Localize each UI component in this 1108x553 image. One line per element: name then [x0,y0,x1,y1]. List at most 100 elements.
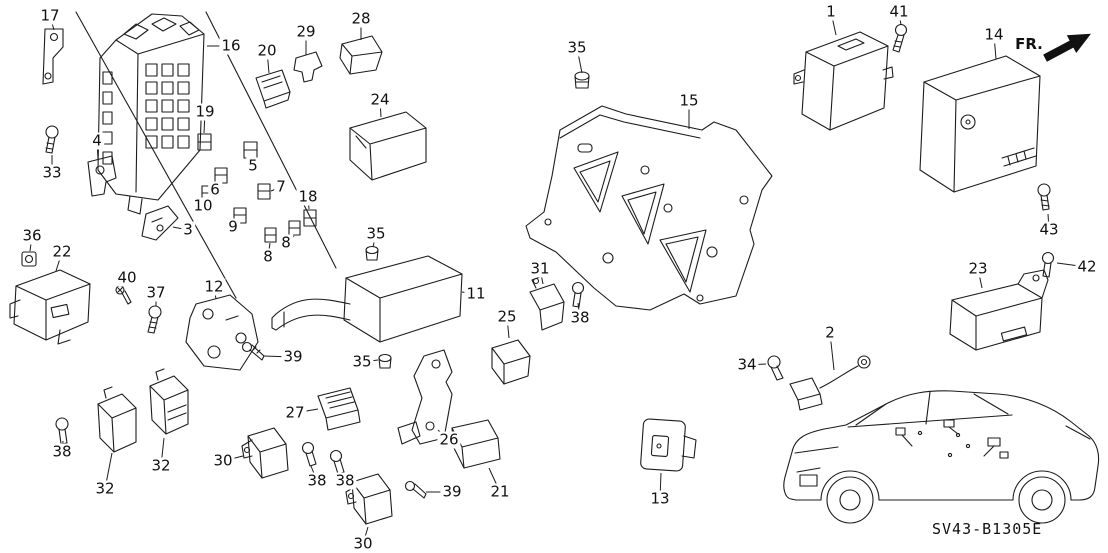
part-label-5: 5 [246,156,260,175]
part-fuse-8a [264,227,277,243]
part-label-27: 27 [283,403,307,422]
part-relay-28 [339,35,383,75]
part-label-40: 40 [115,268,139,287]
part-bolt-43 [1037,183,1051,211]
part-label-23: 23 [966,259,990,278]
part-label-3: 3 [181,220,195,239]
part-label-19: 19 [193,102,217,121]
part-bracket-15 [525,105,773,311]
part-label-29: 29 [294,22,318,41]
part-label-38: 38 [333,471,357,490]
part-fuse-9 [233,207,247,224]
fr-direction-label: FR. [1014,35,1044,53]
part-label-37: 37 [144,283,168,302]
part-label-24: 24 [368,90,392,109]
part-relay-20 [255,69,291,109]
part-control-unit-11 [343,255,463,343]
part-bracket-3 [141,205,179,241]
part-grommet-35b [365,245,379,261]
part-label-4: 4 [90,131,104,150]
part-label-10: 10 [191,196,215,215]
part-unit-2 [789,355,871,411]
part-label-7: 7 [274,177,288,196]
part-bolt-37 [147,305,162,334]
part-bolt-33 [45,125,59,154]
part-label-41: 41 [887,2,911,21]
part-label-15: 15 [677,91,701,110]
part-label-25: 25 [495,307,519,326]
part-label-36: 36 [20,226,44,245]
part-label-35: 35 [350,352,374,371]
part-relay-32a [149,368,189,435]
part-label-33: 33 [40,163,64,182]
part-relay-30b [345,473,393,525]
part-label-35: 35 [364,224,388,243]
part-bolt-38c [301,441,317,467]
part-bolt-42 [1041,251,1055,278]
part-label-38: 38 [305,471,329,490]
part-grommet-35c [378,353,392,369]
part-label-32: 32 [149,456,173,475]
part-unit-13 [640,418,697,472]
part-label-13: 13 [648,489,672,508]
part-bracket-4 [87,155,117,197]
part-label-1: 1 [824,2,838,21]
part-label-17: 17 [38,6,62,25]
part-label-6: 6 [208,180,222,199]
part-fuse-18 [303,209,317,227]
part-label-16: 16 [219,36,243,55]
part-label-8: 8 [261,247,275,266]
part-label-30: 30 [211,451,235,470]
part-bracket-17 [42,28,64,85]
part-bracket-12 [185,294,259,371]
part-label-31: 31 [528,259,552,278]
part-unit-23 [949,269,1049,351]
part-relay-27 [317,387,361,431]
part-ecu-14 [919,55,1041,193]
part-fuse-19 [197,133,212,151]
part-screw-39b [404,480,427,499]
part-label-12: 12 [202,277,226,296]
part-fuse-box-16 [97,13,205,215]
part-control-unit-1 [793,31,894,131]
part-label-38: 38 [568,308,592,327]
part-relay-32b [97,386,137,453]
part-label-32: 32 [93,479,117,498]
part-label-8: 8 [279,233,293,252]
part-bolt-38a [571,281,585,308]
part-screw-39a [241,341,265,361]
part-control-unit-24 [349,111,427,181]
part-label-35: 35 [565,38,589,57]
part-fuse-8b [288,220,301,236]
part-fuse-7 [257,183,271,200]
part-label-22: 22 [50,242,74,261]
part-relay-31 [529,276,565,331]
part-label-26: 26 [437,430,461,449]
part-label-39: 39 [281,347,305,366]
part-label-42: 42 [1075,257,1099,276]
fr-arrow-icon [1043,33,1091,62]
part-label-34: 34 [735,355,759,374]
part-unit-22 [9,269,91,345]
part-label-2: 2 [823,323,837,342]
assembly-boundary-lines [75,11,337,299]
part-label-38: 38 [50,442,74,461]
part-duct [271,298,351,331]
part-label-20: 20 [255,41,279,60]
part-label-28: 28 [349,9,373,28]
part-relay-25 [491,339,531,385]
part-relay-30a [241,427,289,479]
part-label-21: 21 [488,482,512,501]
part-bolt-34 [767,355,784,381]
part-grommet-36 [21,251,37,267]
part-label-30: 30 [351,534,375,553]
part-label-43: 43 [1037,220,1061,239]
diagram-code: SV43-B1305E [932,520,1043,538]
part-label-11: 11 [464,284,488,303]
part-label-18: 18 [296,187,320,206]
car-illustration [783,390,1100,524]
part-clip-29 [293,51,323,83]
part-label-9: 9 [226,217,240,236]
